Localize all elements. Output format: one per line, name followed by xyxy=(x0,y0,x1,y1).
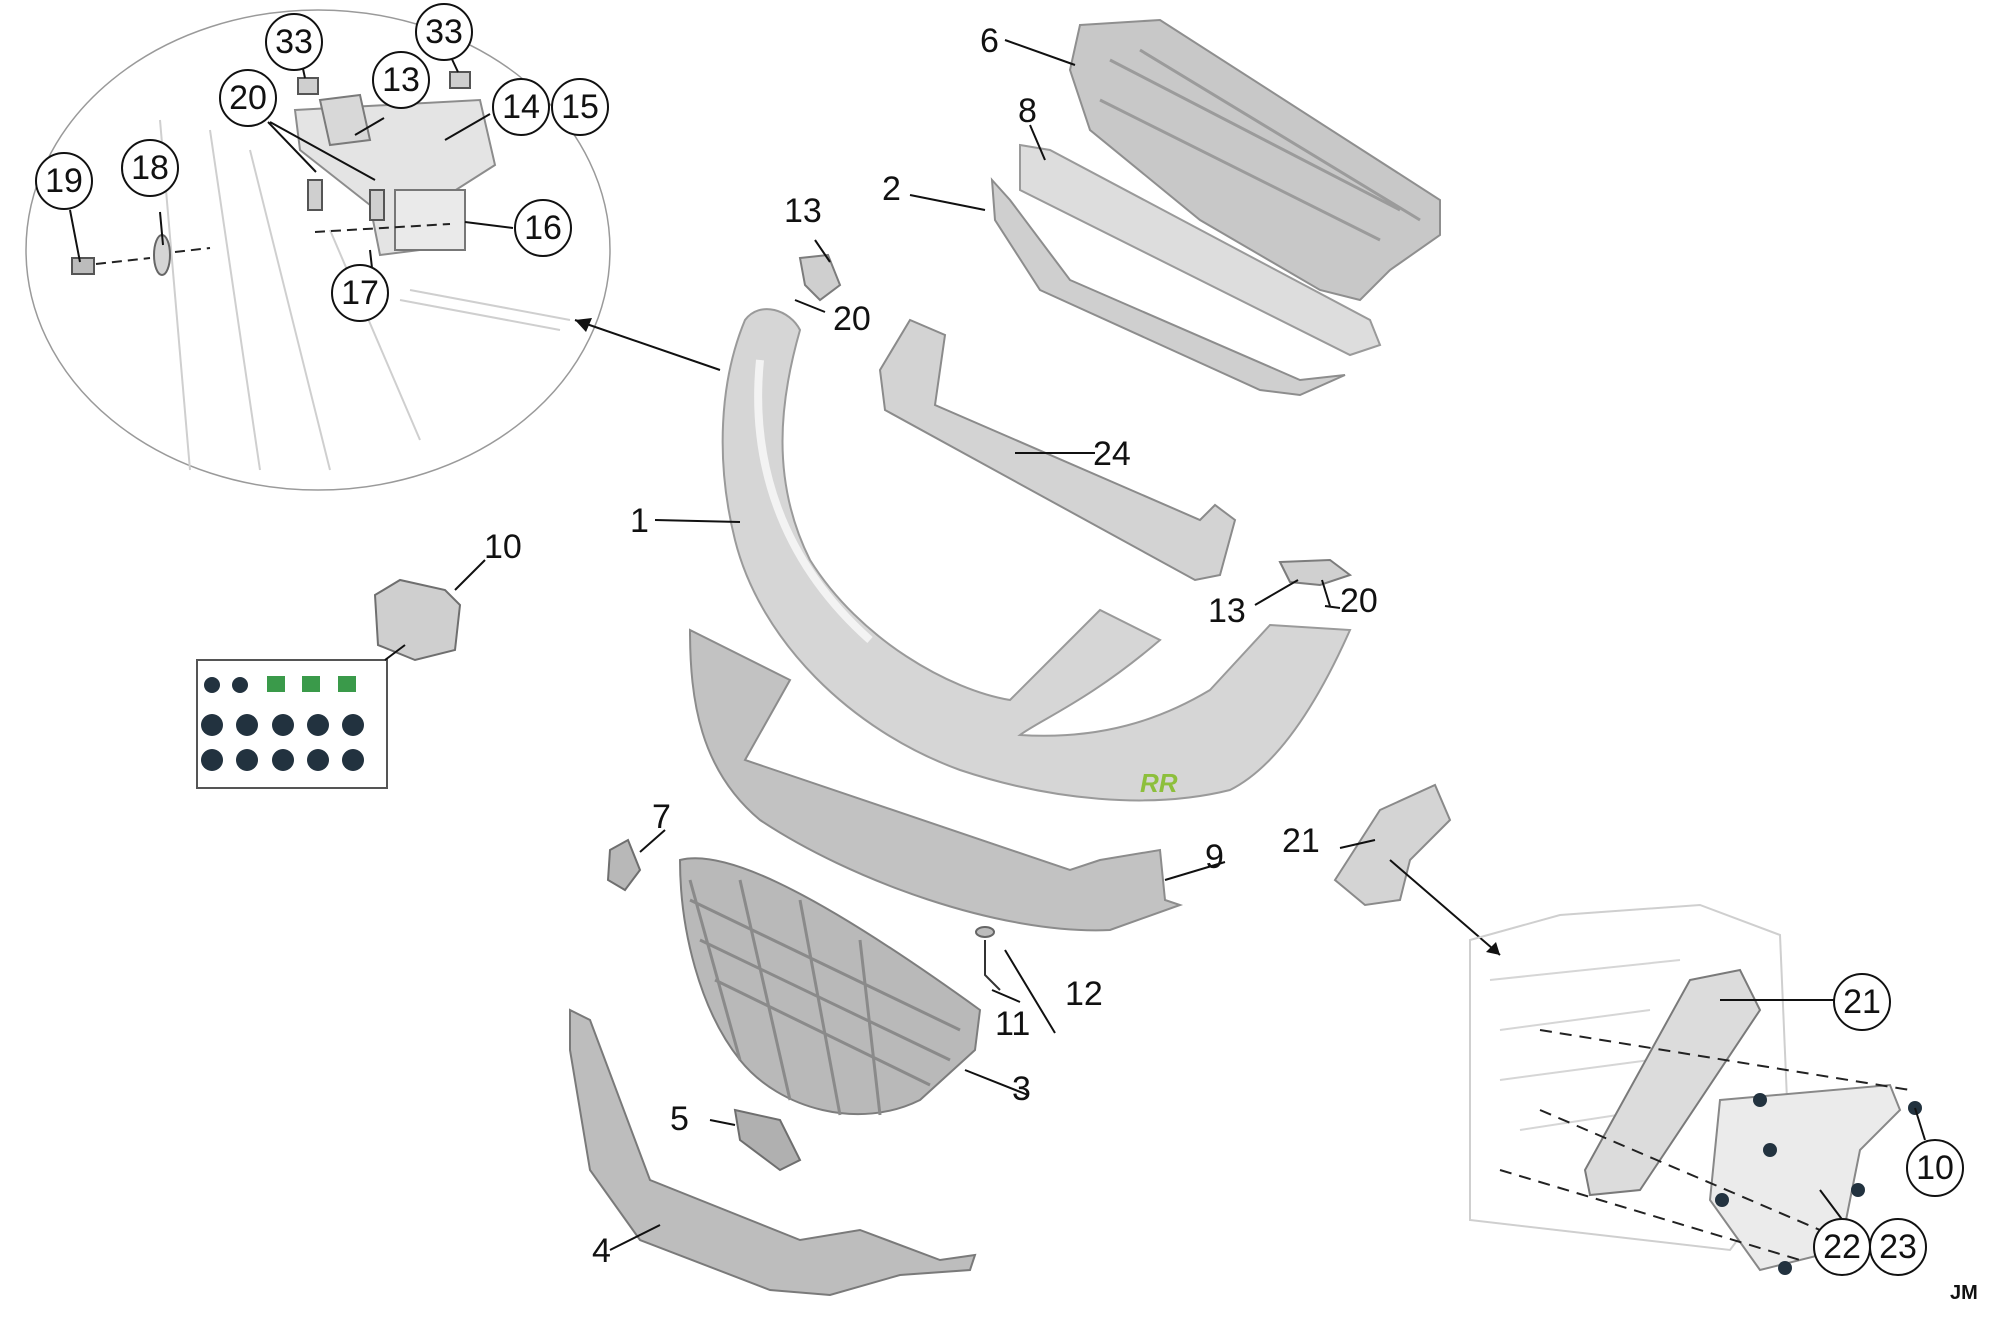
callout-11: 11 xyxy=(995,1005,1030,1043)
detail-axis-line xyxy=(95,223,451,265)
callout-13-detail: 13 xyxy=(382,61,420,99)
callout-12: 12 xyxy=(1065,975,1103,1013)
kit-green-clips xyxy=(267,676,356,692)
detail-screw-20a xyxy=(307,179,323,211)
callout-4: 4 xyxy=(592,1232,611,1270)
side-panel-22-23 xyxy=(1708,1083,1902,1272)
callout-1: 1 xyxy=(630,502,649,540)
detail-clip-16 xyxy=(394,189,466,251)
callout-8: 8 xyxy=(1018,92,1037,130)
callout-33-right: 33 xyxy=(425,13,463,51)
part-12-grommet xyxy=(975,926,995,938)
callout-2: 2 xyxy=(882,170,901,208)
part-21-pointer-arrowhead xyxy=(1486,942,1500,955)
callout-20-upper: 20 xyxy=(833,300,871,338)
detail-view-side xyxy=(1469,903,1926,1275)
detail-bracket-13 xyxy=(318,93,372,147)
callout-9: 9 xyxy=(1205,838,1224,876)
callout-10-detail: 10 xyxy=(1916,1149,1954,1187)
part-3-grille xyxy=(678,857,982,1116)
side-bracket-21 xyxy=(1583,968,1762,1197)
part-1-highlight xyxy=(754,359,873,643)
detail-view-mount xyxy=(25,9,721,491)
detail-pointer-arrowhead xyxy=(575,318,592,332)
part-10-fastener-kit xyxy=(196,578,462,789)
part-20-right-screw xyxy=(1321,579,1331,607)
callout-21: 21 xyxy=(1282,822,1320,860)
part-1-bumper-cover xyxy=(721,308,1352,802)
callout-3: 3 xyxy=(1012,1070,1031,1108)
callout-20-lower: 20 xyxy=(1340,582,1378,620)
callout-23: 23 xyxy=(1879,1228,1917,1266)
part-21-side-bracket xyxy=(1333,783,1452,907)
callout-14: 14 xyxy=(502,88,540,126)
callout-22: 22 xyxy=(1823,1228,1861,1266)
part-24-beam xyxy=(878,318,1237,582)
callout-20-detail: 20 xyxy=(229,79,267,117)
callout-5: 5 xyxy=(670,1100,689,1138)
side-sketch-inner xyxy=(1489,959,1681,1131)
detail-screw-19 xyxy=(71,257,95,275)
kit-bag xyxy=(373,578,462,662)
part-21-pointer-arrow xyxy=(1389,859,1501,956)
detail-sketch-lines xyxy=(159,119,571,471)
callout-6: 6 xyxy=(980,22,999,60)
callout-19: 19 xyxy=(45,162,83,200)
side-dashed-axes xyxy=(1499,1029,1911,1261)
callout-15: 15 xyxy=(561,88,599,126)
callout-18: 18 xyxy=(131,149,169,187)
detail-nut-33b xyxy=(449,71,471,89)
callout-13-upper: 13 xyxy=(784,192,822,230)
side-sketch xyxy=(1469,903,1792,1252)
callout-17: 17 xyxy=(341,274,379,312)
part-4-lower-strip xyxy=(569,1008,977,1297)
part-5-insert xyxy=(733,1108,802,1172)
part-2-trim-strip xyxy=(990,177,1346,397)
detail-nut-33a xyxy=(297,77,319,95)
detail-bubble-outline xyxy=(25,9,611,491)
callout-13-lower: 13 xyxy=(1208,592,1246,630)
callout-10-kit: 10 xyxy=(484,528,522,566)
detail-screw-20b xyxy=(369,189,385,221)
part-13-right-bracket xyxy=(1278,558,1353,587)
callout-33-left: 33 xyxy=(275,23,313,61)
kit-connector-line xyxy=(384,644,406,661)
callout-circles xyxy=(35,3,1964,1276)
callout-leader-lines xyxy=(454,39,1376,1251)
detail-pointer-arrow xyxy=(574,319,721,371)
part-13-left-bracket xyxy=(798,253,842,302)
callout-7: 7 xyxy=(652,798,671,836)
part-7-bracket xyxy=(606,838,642,892)
callout-21-detail: 21 xyxy=(1843,983,1881,1021)
bumper-logo: RR xyxy=(1140,768,1178,798)
part-8-panel xyxy=(1019,143,1382,357)
callout-16: 16 xyxy=(524,209,562,247)
part-6-detail xyxy=(1099,48,1421,242)
part-6-upper-frame xyxy=(1068,18,1441,302)
part-11-pin xyxy=(984,940,1001,991)
side-screws xyxy=(1715,1093,1922,1275)
kit-dark-fasteners xyxy=(201,677,364,771)
part-3-mesh xyxy=(688,879,961,1116)
callout-24: 24 xyxy=(1093,435,1131,473)
part-9-undertray xyxy=(688,628,1184,932)
author-badge: JM xyxy=(1950,1282,1978,1304)
